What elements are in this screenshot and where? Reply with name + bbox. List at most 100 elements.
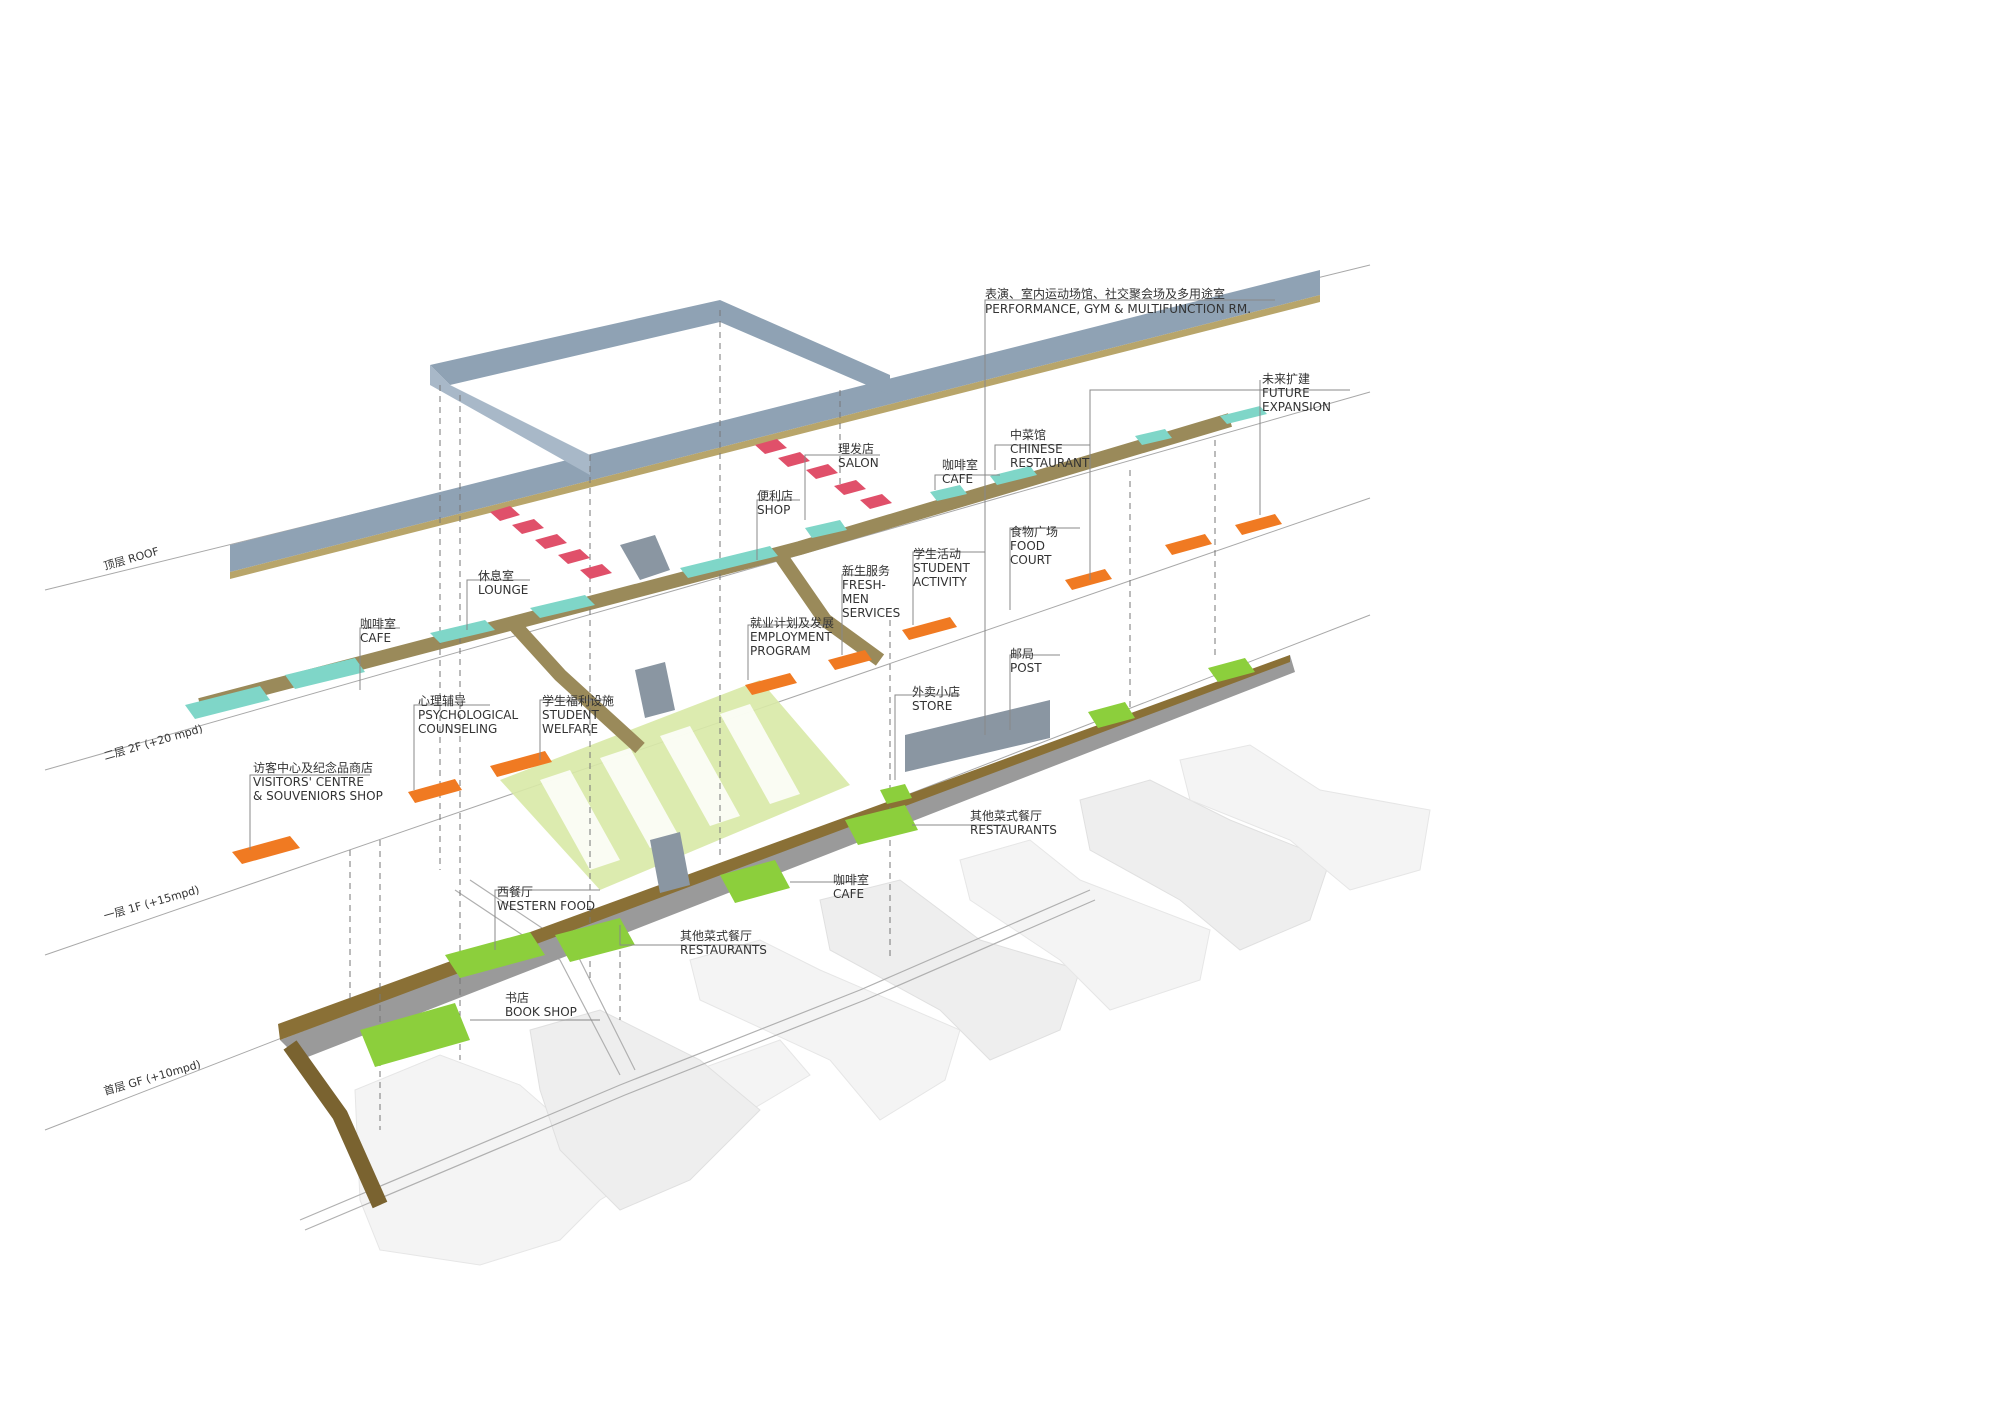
restaurants-block (880, 784, 912, 804)
salon-unit (834, 480, 866, 495)
cafe-block (285, 658, 365, 689)
student-activity-block (902, 617, 957, 640)
service-core (650, 832, 690, 893)
salon-unit (806, 464, 838, 479)
store-block (905, 700, 1050, 772)
food-court-label-cn: 食物广场 (1010, 524, 1058, 539)
salon-unit (558, 549, 590, 564)
student-activity-label-cn: 学生活动 (913, 546, 961, 561)
freshmen-label-en3: SERVICES (842, 606, 900, 620)
food-court-label-en: FOOD (1010, 539, 1045, 553)
psych-counseling-label-cn: 心理辅导 (418, 694, 466, 708)
salon-unit (778, 452, 810, 467)
program-labels: 表演、室内运动场馆、社交聚会场及多用途室 PERFORMANCE, GYM & … (253, 286, 1331, 1019)
1f-level-label: 一层 1F (+15mpd) (102, 883, 201, 923)
residential-block (1179, 744, 1431, 891)
restaurants-right-label-en: RESTAURANTS (970, 823, 1057, 837)
2f-level-label: 二层 2F (+20 mpd) (102, 722, 204, 763)
bookshop-block (360, 1003, 470, 1067)
cafe-top-label-cn: 咖啡室 (942, 457, 978, 472)
2f-level-line (44, 391, 1371, 771)
footpath (454, 889, 621, 1076)
lounge-block (430, 620, 495, 643)
residential-block (529, 1009, 761, 1211)
service-cores (620, 535, 1050, 893)
roof-frame (230, 270, 1320, 579)
visitors-centre-label-cn: 访客中心及纪念品商店 (253, 760, 373, 775)
restaurants-left-label-en: RESTAURANTS (680, 943, 767, 957)
psych-counseling-block (408, 779, 462, 803)
western-food-block (445, 932, 545, 978)
plaza-stripes (540, 704, 800, 870)
post-label-cn: 邮局 (1010, 647, 1034, 661)
gf-green-block (1088, 702, 1135, 728)
orange-blocks (232, 514, 1282, 864)
food-court-block (1065, 569, 1112, 590)
student-welfare-block (490, 751, 552, 777)
residential-block (819, 879, 1081, 1061)
cafe-gf-block (720, 860, 790, 903)
residential-blocks (354, 744, 1431, 1266)
cafe-2f-label-cn: 咖啡室 (360, 616, 396, 631)
visitors-centre-label-en: VISITORS' CENTRE (253, 775, 364, 789)
western-food-label-en: WESTERN FOOD (497, 899, 595, 913)
psych-counseling-label-en: PSYCHOLOGICAL (418, 708, 519, 722)
visitors-centre-block (232, 836, 300, 864)
bookshop-label-en: BOOK SHOP (505, 1005, 577, 1019)
residential-block (959, 839, 1211, 1011)
cafe-2f-label-en: CAFE (360, 631, 391, 645)
student-welfare-label-en: STUDENT (542, 708, 600, 722)
residential-block (1079, 779, 1331, 951)
employment-block (745, 673, 797, 695)
service-core (635, 662, 675, 718)
cafe-block-2f (930, 485, 967, 501)
restaurants-block (555, 918, 635, 962)
student-activity-label-en2: ACTIVITY (913, 575, 967, 589)
salon-unit (512, 519, 544, 534)
2f-walkway-branch (504, 615, 645, 754)
lounge-label-cn: 休息室 (478, 568, 514, 583)
roof-bar (230, 270, 1320, 572)
shop-label-en: SHOP (757, 503, 790, 517)
2f-walkway (198, 413, 1232, 754)
green-blocks (360, 658, 1255, 1067)
employment-label-en2: PROGRAM (750, 644, 811, 658)
restaurants-right-label-cn: 其他菜式餐厅 (970, 808, 1042, 823)
salon-unit (535, 534, 567, 549)
student-welfare-label-cn: 学生福利设施 (542, 693, 614, 708)
future-expansion-label-en: FUTURE (1262, 386, 1310, 400)
psych-counseling-label-en2: COUNSELING (418, 722, 497, 736)
student-activity-label-en: STUDENT (913, 561, 971, 575)
residential-block (689, 939, 961, 1121)
salon-blocks (490, 439, 892, 579)
cafe-gf-label-cn: 咖啡室 (833, 872, 869, 887)
future-expansion-block (1220, 406, 1267, 424)
cafe-block (185, 686, 270, 719)
cafe-gf-label-en: CAFE (833, 887, 864, 901)
chinese-restaurant-label-en: CHINESE (1010, 442, 1063, 456)
performance-label-cn: 表演、室内运动场馆、社交聚会场及多用途室 (985, 286, 1225, 301)
lounge-block (530, 595, 595, 618)
store-label-cn: 外卖小店 (912, 685, 960, 699)
post-label-en: POST (1010, 661, 1042, 675)
store-label-en: STORE (912, 699, 952, 713)
employment-label-en: EMPLOYMENT (750, 630, 832, 644)
food-court-block (1235, 514, 1282, 535)
freshmen-label-en2: MEN (842, 592, 869, 606)
food-court-label-en2: COURT (1010, 553, 1052, 567)
footpath (304, 899, 1096, 1231)
shop-block (680, 546, 778, 578)
salon-label-cn: 理发店 (838, 441, 874, 456)
food-court-block (1165, 534, 1212, 555)
freshmen-block (828, 650, 872, 670)
future-expansion-block (1135, 429, 1172, 445)
future-expansion-label-en2: EXPANSION (1262, 400, 1331, 414)
freshmen-label-en: FRESH- (842, 578, 886, 592)
employment-label-cn: 就业计划及发展 (750, 615, 834, 630)
gf-level-label: 首层 GF (+10mpd) (102, 1057, 202, 1098)
chinese-restaurant-label-cn: 中菜馆 (1010, 427, 1046, 442)
2f-walkway-main (198, 413, 1232, 712)
service-core (620, 535, 670, 580)
shop-block (805, 520, 847, 538)
